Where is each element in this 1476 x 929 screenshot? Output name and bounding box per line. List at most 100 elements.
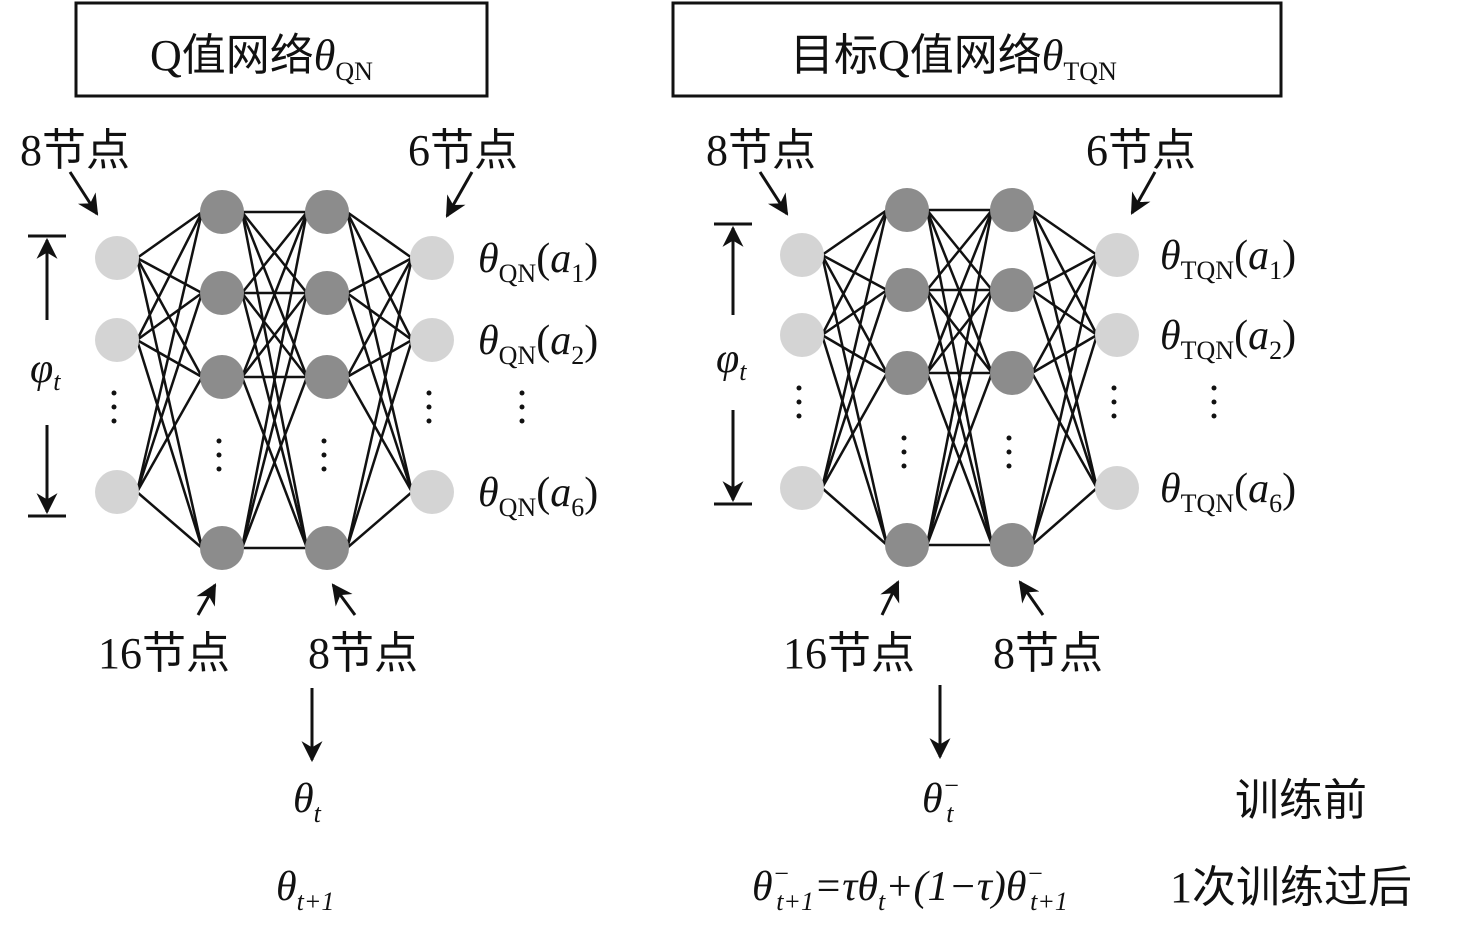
edge — [820, 209, 889, 489]
ellipsis-dot — [426, 390, 432, 396]
q-input-range: φt — [28, 234, 66, 518]
q-node-layer1 — [200, 526, 244, 570]
t-update-formula: θ−t+1=τθt+(1−τ)θ−t+1 — [752, 859, 1068, 916]
ellipsis-dot — [1006, 463, 1012, 469]
t-node-layer3 — [1095, 233, 1139, 277]
ellipsis-dot — [111, 418, 117, 424]
q-node-layer3 — [410, 470, 454, 514]
edge — [925, 372, 994, 546]
network-edges — [135, 208, 1099, 550]
edge — [135, 211, 204, 341]
arrow-icon — [758, 171, 789, 216]
q-param-before: θt — [293, 776, 322, 828]
edge — [1031, 253, 1098, 292]
arrow-icon — [445, 171, 474, 218]
ellipsis-dot — [1111, 399, 1117, 405]
edge — [346, 491, 413, 549]
t-node-layer3 — [1095, 466, 1139, 510]
edge — [925, 289, 994, 546]
t-input-nodes-label: 8节点 — [706, 126, 816, 175]
ellipsis-dot — [1111, 385, 1117, 391]
t-node-layer2 — [990, 523, 1034, 567]
edge — [240, 292, 309, 549]
target-network-title: 目标Q值网络θTQN — [671, 1, 1283, 98]
edge — [135, 339, 204, 549]
output-label: θTQN(a6) — [1160, 466, 1296, 518]
t-hidden2-label: 8节点 — [993, 629, 1103, 678]
svg-text:Q值网络θQN: Q值网络θQN — [150, 31, 373, 86]
t-node-layer3 — [1095, 313, 1139, 357]
q-node-layer2 — [305, 355, 349, 399]
q-node-layer1 — [200, 355, 244, 399]
edge — [241, 292, 308, 378]
ellipsis-dot — [321, 452, 327, 458]
edge — [925, 209, 994, 546]
edge — [345, 292, 414, 493]
ellipsis-dot — [519, 404, 525, 410]
q-hidden2-label: 8节点 — [308, 629, 418, 678]
edge — [136, 338, 203, 379]
t-node-layer2 — [990, 351, 1034, 395]
edge — [240, 211, 309, 549]
svg-text:目标Q值网络θTQN: 目标Q值网络θTQN — [790, 31, 1117, 86]
edge — [135, 257, 204, 549]
t-node-layer1 — [885, 188, 929, 232]
q-network-title: Q值网络θQN — [74, 1, 489, 98]
edge — [1030, 372, 1099, 489]
edge — [821, 208, 888, 257]
t-node-layer1 — [885, 351, 929, 395]
edge — [345, 257, 414, 378]
edge — [1031, 487, 1098, 546]
edge — [136, 210, 203, 260]
edge — [346, 210, 413, 260]
t-node-layer2 — [990, 268, 1034, 312]
edge — [346, 256, 413, 295]
t-node-layer0 — [780, 466, 824, 510]
output-label: θTQN(a1) — [1160, 233, 1296, 285]
edge — [136, 291, 203, 342]
edge — [1031, 333, 1098, 375]
network-nodes — [95, 188, 1217, 570]
arrow-icon — [880, 580, 900, 616]
ellipsis-dot — [796, 399, 802, 405]
arrow-icon — [1018, 580, 1045, 616]
t-hidden1-label: 16节点 — [783, 629, 915, 678]
stage-label-after: 1次训练过后 — [1170, 863, 1412, 912]
ellipsis-dot — [216, 466, 222, 472]
edge — [345, 339, 414, 549]
ellipsis-dot — [1211, 413, 1217, 419]
ellipsis-dot — [1111, 413, 1117, 419]
ellipsis-dot — [111, 404, 117, 410]
edge — [821, 487, 888, 546]
t-node-layer1 — [885, 523, 929, 567]
output-label: θQN(a1) — [478, 236, 598, 288]
ellipsis-dot — [426, 418, 432, 424]
edge — [1030, 209, 1099, 489]
ellipsis-dot — [321, 466, 327, 472]
edge — [345, 211, 414, 493]
stage-label-before: 训练前 — [1235, 776, 1367, 825]
output-label: θQN(a2) — [478, 318, 598, 370]
ellipsis-dot — [321, 438, 327, 444]
q-node-layer3 — [410, 236, 454, 280]
edge — [345, 257, 414, 549]
edge — [821, 288, 888, 337]
ellipsis-dot — [1211, 399, 1217, 405]
q-node-layer2 — [305, 190, 349, 234]
q-output-nodes-label: 6节点 — [408, 126, 518, 175]
q-param-after: θt+1 — [276, 864, 334, 916]
edge — [135, 211, 204, 493]
t-node-layer2 — [990, 188, 1034, 232]
t-output-nodes-label: 6节点 — [1086, 126, 1196, 175]
q-node-layer0 — [95, 318, 139, 362]
edge — [1030, 254, 1099, 546]
t-node-layer0 — [780, 313, 824, 357]
ellipsis-dot — [426, 404, 432, 410]
t-param-before: θ−t — [922, 771, 960, 828]
q-node-layer0 — [95, 470, 139, 514]
edge — [926, 289, 993, 374]
ellipsis-dot — [1211, 385, 1217, 391]
edge — [1030, 334, 1099, 546]
edge — [1030, 289, 1099, 489]
edge — [241, 211, 308, 294]
